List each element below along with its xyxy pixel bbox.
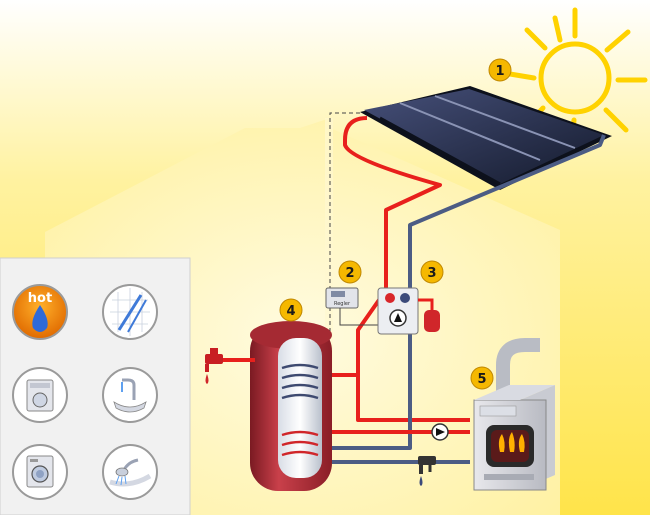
cold-return-pipe bbox=[330, 134, 606, 450]
hot-label: hot bbox=[28, 291, 52, 306]
badge-2-label: 2 bbox=[345, 266, 354, 281]
badge-2: 2 bbox=[338, 260, 362, 284]
kitchen-faucet-icon bbox=[102, 367, 158, 423]
controller-unit: Regler bbox=[325, 287, 380, 326]
badge-3-label: 3 bbox=[427, 266, 436, 281]
badge-3: 3 bbox=[420, 260, 444, 284]
gas-boiler bbox=[473, 338, 555, 491]
usage-icons-panel: hot bbox=[0, 257, 191, 515]
solar-collector bbox=[360, 86, 612, 190]
circulation-pump-icon bbox=[431, 423, 449, 441]
washing-machine-front-icon bbox=[12, 444, 68, 500]
badge-5: 5 bbox=[470, 366, 494, 390]
badge-4-label: 4 bbox=[286, 304, 295, 319]
hot-supply-pipe bbox=[343, 116, 470, 422]
badge-1-label: 1 bbox=[495, 64, 504, 79]
badge-4: 4 bbox=[279, 298, 303, 322]
washing-machine-icon bbox=[12, 367, 68, 423]
cold-water-tap-icon bbox=[418, 456, 436, 486]
chimney-stripe bbox=[325, 118, 333, 418]
controller-label: Regler bbox=[334, 301, 351, 307]
sensor-line bbox=[329, 112, 360, 400]
badge-1: 1 bbox=[488, 58, 512, 82]
pump-station bbox=[377, 287, 440, 335]
badge-5-label: 5 bbox=[477, 372, 486, 387]
storage-tank bbox=[250, 321, 332, 491]
hot-water-tap-icon bbox=[205, 348, 255, 384]
hand-shower-icon bbox=[102, 444, 158, 500]
shower-icon bbox=[102, 284, 158, 340]
hot-water-drop-icon: hot bbox=[12, 284, 68, 340]
